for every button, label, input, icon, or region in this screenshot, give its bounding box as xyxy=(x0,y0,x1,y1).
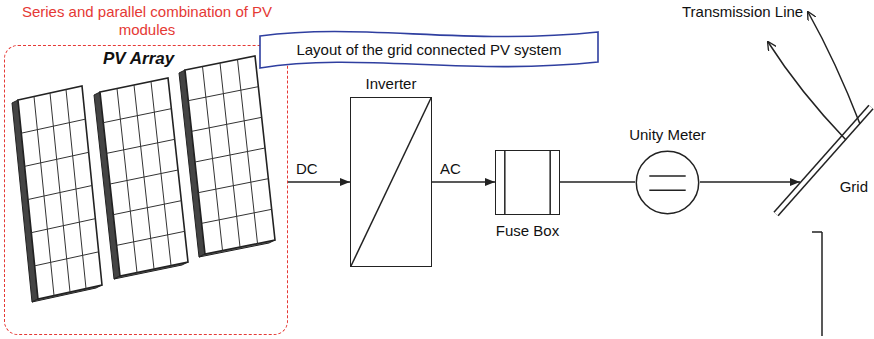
region-title: PV Array xyxy=(103,49,174,69)
fuse-symbol xyxy=(496,151,559,214)
cell-line xyxy=(198,179,268,193)
pv-module xyxy=(18,86,102,299)
cell-line xyxy=(110,170,178,184)
cell-line xyxy=(113,201,181,215)
cell-line xyxy=(188,87,258,101)
connector xyxy=(432,181,495,183)
cell-line xyxy=(25,152,89,166)
fuse-box: Fuse Box xyxy=(495,150,560,215)
pv-array-region: Series and parallel combination of PV mo… xyxy=(4,45,288,335)
component-label: Unity Meter xyxy=(629,126,706,144)
component-label: Inverter xyxy=(366,75,417,93)
cell-line xyxy=(192,117,262,131)
cell-line xyxy=(21,119,85,133)
cell-line xyxy=(35,252,99,266)
pv-panels xyxy=(12,56,275,302)
cell-line xyxy=(31,219,95,233)
connector xyxy=(288,181,350,183)
inverter-box: Inverter xyxy=(350,97,432,267)
pv-module xyxy=(100,78,188,276)
banner-title: Layout of the grid connected PV system xyxy=(296,41,561,59)
grid-label: Grid xyxy=(840,178,868,196)
connector xyxy=(700,181,800,183)
cell-line xyxy=(202,209,272,223)
connector xyxy=(560,181,635,183)
meter-symbol xyxy=(635,150,700,215)
grid: Grid xyxy=(800,150,872,335)
group-heading: Series and parallel combination of PV mo… xyxy=(0,3,297,39)
cell-line xyxy=(107,139,175,153)
line-label: Transmission Line xyxy=(682,3,803,21)
signal-label: DC xyxy=(294,160,320,178)
cell-line xyxy=(103,109,171,123)
pv-module xyxy=(185,56,275,254)
unity-meter: Unity Meter xyxy=(635,150,700,215)
cell-line xyxy=(195,148,265,162)
cell-line xyxy=(28,186,92,200)
inverter-symbol xyxy=(351,98,431,266)
title-banner: Layout of the grid connected PV system xyxy=(258,26,600,74)
cell-line xyxy=(117,231,185,245)
signal-label: AC xyxy=(438,160,463,178)
component-label: Fuse Box xyxy=(496,222,559,240)
transmission-lines xyxy=(768,12,860,140)
grid-pole xyxy=(776,107,871,336)
